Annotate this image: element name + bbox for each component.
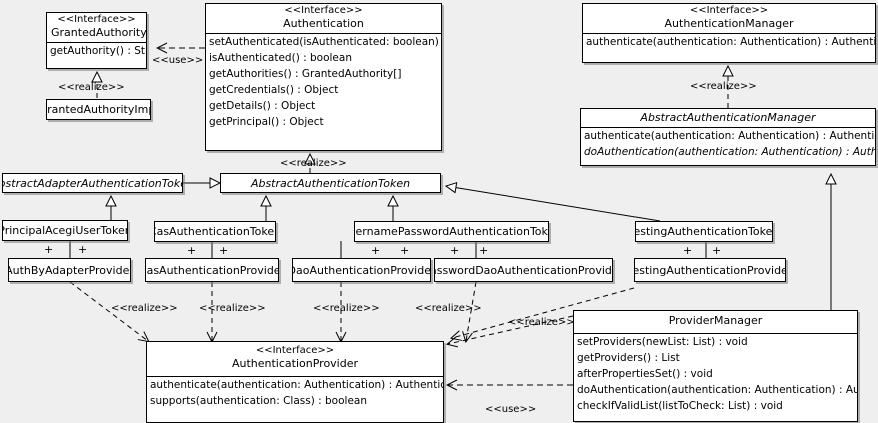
association-marker-plus: + bbox=[44, 243, 54, 256]
class-name: PasswordDaoAuthenticationProvider bbox=[434, 263, 612, 277]
class-name: ProviderManager bbox=[668, 314, 763, 327]
operations-compartment: getAuthority() : String bbox=[47, 42, 146, 59]
association-marker-plus: + bbox=[450, 244, 460, 257]
operation: getProviders() : List bbox=[577, 352, 680, 364]
class-box-authentication-manager[interactable]: <<Interface>> AuthenticationManager auth… bbox=[582, 3, 876, 63]
class-box-granted-authority-impl[interactable]: GrantedAuthorityImpl bbox=[46, 99, 151, 120]
class-box-cas-authentication-provider[interactable]: CasAuthenticationProvider bbox=[145, 258, 279, 282]
class-box-abstract-authentication-manager[interactable]: AbstractAuthenticationManager authentica… bbox=[580, 108, 876, 166]
class-box-authentication-provider[interactable]: <<Interface>> AuthenticationProvider aut… bbox=[146, 341, 444, 423]
edge-label-realize-auth-by-adapter-provider: <<realize>> bbox=[111, 303, 178, 314]
edge-label-realize-cas-authentication-provider: <<realize>> bbox=[199, 303, 266, 314]
class-name: TestingAuthenticationToken bbox=[635, 225, 773, 238]
class-name: AbstractAuthenticationToken bbox=[250, 176, 411, 190]
operations-compartment: setProviders(newList: List) : void getPr… bbox=[574, 333, 857, 414]
class-box-testing-authentication-token[interactable]: TestingAuthenticationToken bbox=[635, 221, 773, 242]
operations-compartment: authenticate(authentication: Authenticat… bbox=[147, 376, 443, 409]
class-box-cas-authentication-token[interactable]: CasAuthenticationToken bbox=[154, 221, 276, 242]
class-header: ProviderManager bbox=[574, 311, 857, 330]
association-marker-plus: + bbox=[400, 244, 410, 257]
class-name: PrincipalAcegiUserToken bbox=[2, 224, 128, 237]
edge-label-realize-testing-authentication-provider: <<realize>> bbox=[508, 317, 575, 328]
association-marker-plus: + bbox=[371, 244, 381, 257]
operation: setAuthenticated(isAuthenticated: boolea… bbox=[209, 36, 441, 48]
association-marker-plus: + bbox=[219, 244, 229, 257]
stereotype-label: <<Interface>> bbox=[689, 5, 769, 16]
operation: authenticate(authentication: Authenticat… bbox=[150, 379, 444, 391]
class-name: AuthByAdapterProvider bbox=[8, 263, 131, 277]
class-box-testing-authentication-provider[interactable]: TestingAuthenticationProvider bbox=[634, 258, 786, 282]
operation: authenticate(authentication: Authenticat… bbox=[584, 130, 876, 142]
class-box-username-password-authentication-token[interactable]: UsernamePasswordAuthenticationToken bbox=[354, 221, 549, 242]
class-name: Authentication bbox=[283, 17, 364, 30]
class-header: <<Interface>> AuthenticationManager bbox=[583, 4, 875, 33]
operations-compartment: authenticate(authentication: Authenticat… bbox=[583, 33, 875, 50]
operation: getAuthority() : String bbox=[50, 45, 146, 57]
class-name: GrantedAuthority bbox=[51, 26, 147, 39]
class-name: TestingAuthenticationProvider bbox=[634, 263, 786, 277]
class-name: AbstractAdapterAuthenticationToken bbox=[3, 176, 182, 190]
class-name: UsernamePasswordAuthenticationToken bbox=[355, 225, 548, 238]
class-header: <<Interface>> AuthenticationProvider bbox=[147, 342, 443, 373]
class-name: GrantedAuthorityImpl bbox=[47, 103, 150, 116]
stereotype-label: <<Interface>> bbox=[255, 345, 335, 356]
operation: doAuthentication(authentication: Authent… bbox=[584, 146, 875, 158]
class-name: AuthenticationProvider bbox=[231, 357, 359, 370]
class-header: <<Interface>> GrantedAuthority bbox=[47, 13, 146, 42]
edge-label-realize-password-dao-authentication-provider: <<realize>> bbox=[415, 303, 482, 314]
class-name: AbstractAuthenticationManager bbox=[640, 111, 816, 124]
operation: doAuthentication(authentication: Authent… bbox=[577, 384, 857, 396]
edge-label-realize-granted-authority-impl: <<realize>> bbox=[58, 82, 125, 93]
stereotype-label: <<Interface>> bbox=[57, 14, 136, 25]
operation: supports(authentication: Class) : boolea… bbox=[150, 395, 367, 407]
operation: afterPropertiesSet() : void bbox=[577, 368, 713, 380]
association-marker-plus: + bbox=[187, 244, 197, 257]
edge-label-realize-abstract-authentication-token: <<realize>> bbox=[280, 158, 347, 169]
operations-compartment: setAuthenticated(isAuthenticated: boolea… bbox=[206, 33, 441, 130]
association-marker-plus: + bbox=[712, 244, 722, 257]
class-box-authentication[interactable]: <<Interface>> Authentication setAuthenti… bbox=[205, 3, 442, 151]
operation: setProviders(newList: List) : void bbox=[577, 336, 748, 348]
edge-label-use-authentication-granted-authority: <<use>> bbox=[152, 55, 204, 66]
class-header: AbstractAuthenticationManager bbox=[581, 109, 875, 127]
class-box-abstract-authentication-token[interactable]: AbstractAuthenticationToken bbox=[220, 173, 441, 193]
class-header: <<Interface>> Authentication bbox=[206, 4, 441, 33]
class-name: DaoAuthenticationProvider bbox=[292, 263, 431, 277]
operations-compartment: authenticate(authentication: Authenticat… bbox=[581, 127, 875, 160]
operation: getCredentials() : Object bbox=[209, 84, 339, 96]
class-box-dao-authentication-provider[interactable]: DaoAuthenticationProvider bbox=[292, 258, 431, 282]
edge-label-realize-dao-authentication-provider: <<realize>> bbox=[313, 303, 380, 314]
class-box-provider-manager[interactable]: ProviderManager setProviders(newList: Li… bbox=[573, 310, 858, 422]
operation: getAuthorities() : GrantedAuthority[] bbox=[209, 68, 402, 80]
association-marker-plus: + bbox=[683, 244, 693, 257]
operation: getPrincipal() : Object bbox=[209, 116, 324, 128]
class-box-auth-by-adapter-provider[interactable]: AuthByAdapterProvider bbox=[8, 258, 131, 282]
operation: getDetails() : Object bbox=[209, 100, 316, 112]
class-box-abstract-adapter-authentication-token[interactable]: AbstractAdapterAuthenticationToken bbox=[2, 173, 183, 193]
class-box-granted-authority[interactable]: <<Interface>> GrantedAuthority getAuthor… bbox=[46, 12, 147, 69]
class-name: AuthenticationManager bbox=[664, 17, 794, 30]
class-box-password-dao-authentication-provider[interactable]: PasswordDaoAuthenticationProvider bbox=[434, 258, 613, 282]
class-name: CasAuthenticationToken bbox=[154, 225, 276, 238]
edge-label-realize-abstract-authentication-manager: <<realize>> bbox=[690, 81, 757, 92]
class-name: CasAuthenticationProvider bbox=[145, 263, 279, 277]
edge-label-use-provider-manager: <<use>> bbox=[485, 404, 537, 415]
class-box-principal-acegi-user-token[interactable]: PrincipalAcegiUserToken bbox=[2, 220, 128, 241]
stereotype-label: <<Interface>> bbox=[284, 5, 363, 16]
operation: checkIfValidList(listToCheck: List) : vo… bbox=[577, 400, 783, 412]
operation: authenticate(authentication: Authenticat… bbox=[586, 36, 876, 48]
operation: isAuthenticated() : boolean bbox=[209, 52, 352, 64]
association-marker-plus: + bbox=[479, 244, 489, 257]
association-marker-plus: + bbox=[78, 243, 88, 256]
